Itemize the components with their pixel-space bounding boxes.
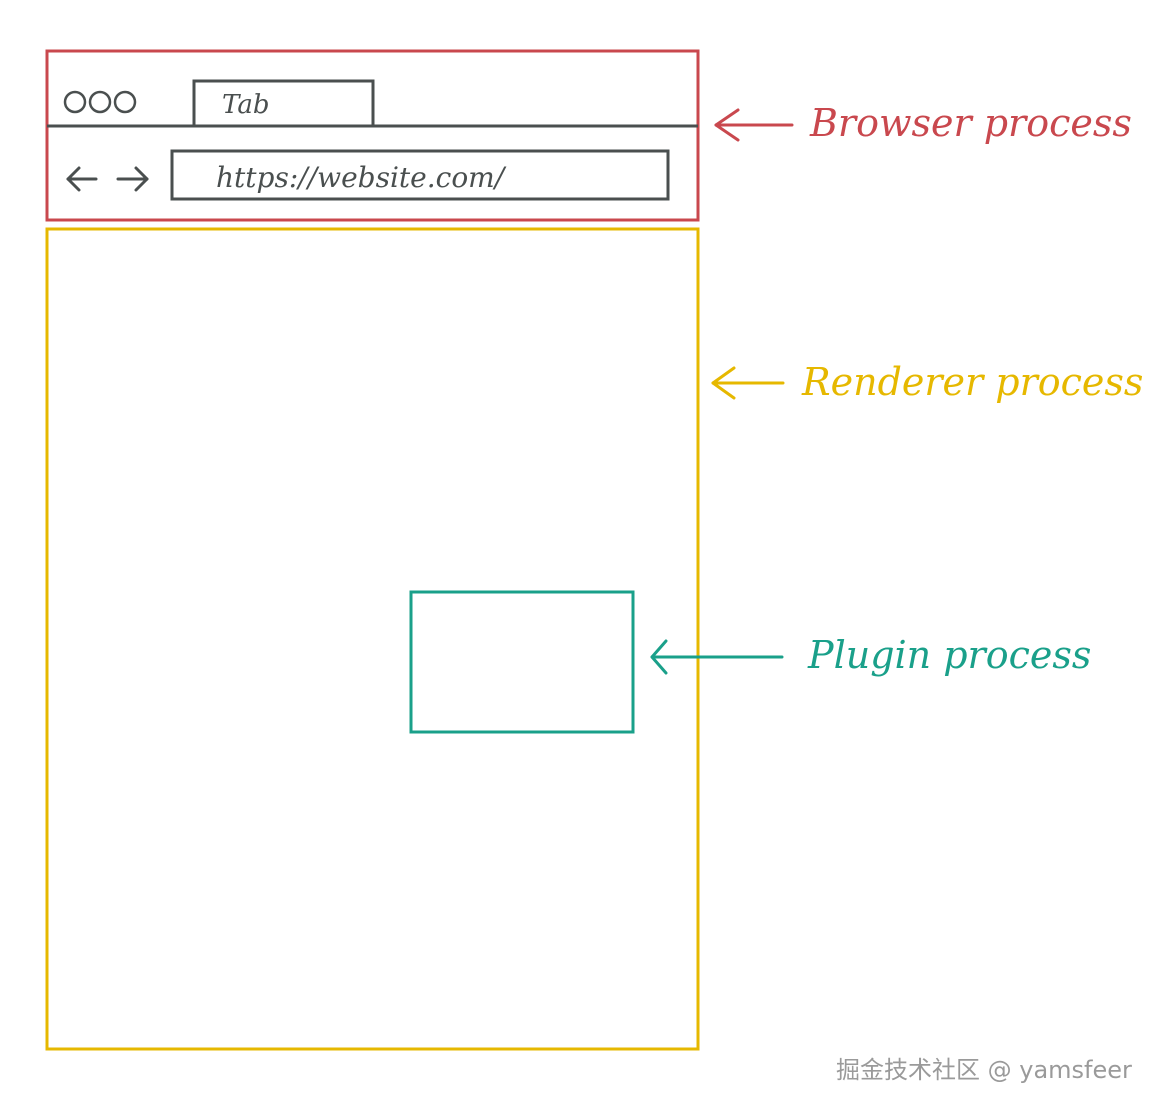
renderer-process-label: Renderer process <box>801 360 1143 404</box>
browser-process-label: Browser process <box>809 101 1132 145</box>
tab <box>192 79 375 128</box>
watermark: 掘金技术社区 @ yamsfeer <box>836 1056 1132 1084</box>
renderer-process-frame <box>45 227 700 1051</box>
window-control-circle <box>63 90 87 114</box>
url-text: https://website.com/ <box>216 161 507 194</box>
plugin-process-box <box>409 590 635 734</box>
forward-arrow-icon <box>116 166 149 192</box>
tab-label: Tab <box>222 90 269 120</box>
browser-process-frame <box>45 49 700 222</box>
renderer-arrow-icon <box>711 366 785 400</box>
url-bar <box>170 149 670 201</box>
back-arrow-icon <box>66 166 98 192</box>
window-controls <box>63 90 137 114</box>
window-control-circle <box>113 90 137 114</box>
plugin-process-label: Plugin process <box>807 633 1091 677</box>
plugin-arrow-icon <box>650 639 784 675</box>
window-control-circle <box>88 90 112 114</box>
browser-arrow-icon <box>714 108 794 142</box>
